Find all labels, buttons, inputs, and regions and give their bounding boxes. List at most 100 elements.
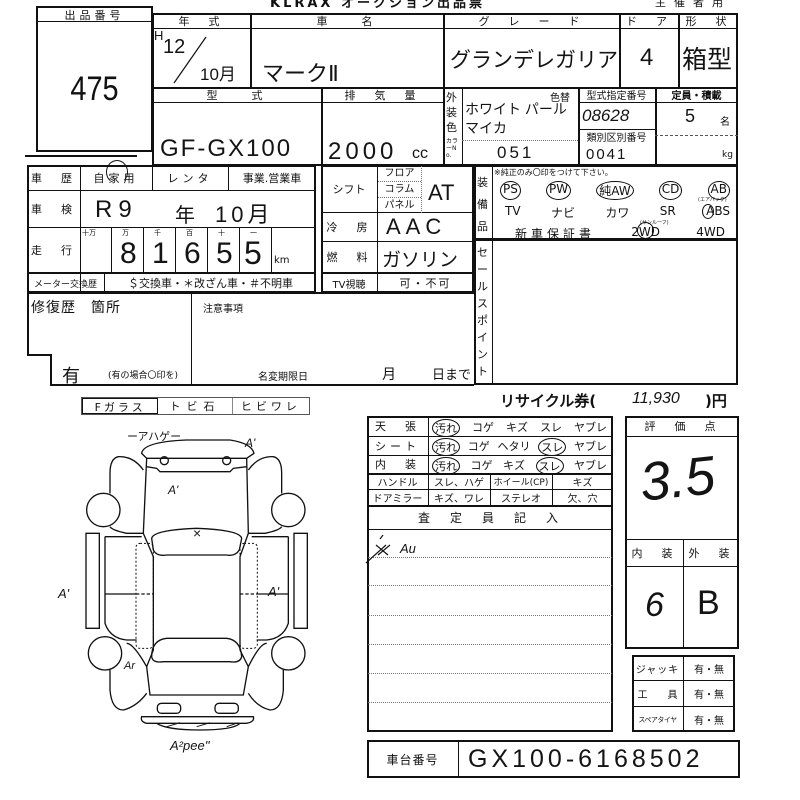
damage-mark-rear: A²pee'' bbox=[170, 738, 210, 753]
condition-option[interactable]: ヤブレ bbox=[574, 459, 607, 472]
shift-option-column[interactable]: コラム bbox=[378, 182, 421, 198]
interior-row-label: 内 装 bbox=[375, 458, 420, 471]
equip-warranty[interactable]: 新車保証書 bbox=[515, 227, 596, 241]
mileage-digit: 8 bbox=[120, 237, 137, 270]
capacity-value: 5 bbox=[685, 106, 696, 126]
sheet-title: KLRAX オークション出品票 bbox=[270, 0, 485, 11]
score-box bbox=[625, 416, 739, 649]
condition-option[interactable]: キズ bbox=[506, 421, 528, 434]
lot-label: 出品番号 bbox=[38, 8, 151, 22]
condition-option[interactable]: ヘタリ bbox=[497, 440, 531, 453]
damage-mark-left: A' bbox=[58, 586, 70, 601]
condition-option[interactable]: キズ bbox=[503, 459, 525, 472]
damage-mark-right-door: A' bbox=[268, 584, 280, 599]
condition-option[interactable]: コゲ bbox=[467, 440, 490, 453]
condition-option[interactable]: スレ bbox=[538, 438, 567, 456]
condition-option[interactable]: 汚れ bbox=[432, 438, 460, 456]
rear-bumper bbox=[140, 716, 255, 724]
mirror-items[interactable]: キズ、ワレ bbox=[434, 494, 484, 505]
wheel-rear-right bbox=[271, 635, 306, 671]
jack-value[interactable]: 有・無 bbox=[694, 664, 724, 676]
equip-sr[interactable]: SR bbox=[659, 204, 676, 218]
sales-point-label: セールスポイント bbox=[477, 246, 488, 378]
repair-note: (有の場合〇印を) bbox=[108, 371, 179, 381]
repair-value[interactable]: 有 bbox=[62, 366, 80, 387]
tools-label: 工 具 bbox=[637, 690, 678, 701]
glass-chip[interactable]: トビ石 bbox=[158, 398, 233, 414]
stereo-items[interactable]: 欠、穴 bbox=[567, 494, 598, 505]
condition-option[interactable]: コゲ bbox=[472, 421, 494, 434]
inspection-label: 車 検 bbox=[31, 202, 76, 216]
meter-options[interactable]: ＄交換車・＊改ざん車・＃不明車 bbox=[128, 277, 293, 290]
equip-4wd[interactable]: 4WD bbox=[696, 225, 725, 239]
inspection-year-label: 年 bbox=[175, 203, 195, 227]
chassis-number: GX100-6168502 bbox=[468, 745, 704, 773]
history-option-business[interactable]: 事業.営業車 bbox=[242, 171, 302, 185]
equip-cd[interactable]: CD bbox=[658, 181, 683, 200]
mileage-unit: km bbox=[274, 255, 290, 266]
glass-windshield: Fガラス bbox=[82, 398, 159, 414]
damage-mark-roof: × bbox=[193, 525, 202, 541]
equip-leather[interactable]: カワ bbox=[605, 206, 630, 220]
mirror-label: ドアミラー bbox=[372, 494, 423, 505]
handle-label: ハンドル bbox=[377, 478, 418, 489]
condition-option[interactable]: 汚れ bbox=[432, 457, 460, 475]
color-value: ホワイト パールマイカ bbox=[465, 101, 567, 136]
equip-ps[interactable]: PS bbox=[500, 181, 521, 200]
seat-items: 汚れコゲヘタリスレヤブレ bbox=[432, 438, 607, 456]
recycle-suffix: )円 bbox=[705, 392, 727, 410]
history-option-rental[interactable]: レンタ bbox=[167, 171, 213, 185]
usage-label: 主催者用 bbox=[655, 0, 731, 9]
condition-option[interactable]: 汚れ bbox=[432, 419, 460, 437]
color-no-value: 051 bbox=[497, 143, 535, 162]
condition-option[interactable]: スレ bbox=[535, 457, 564, 475]
airbag-note: (エアバック) bbox=[698, 197, 727, 203]
doors-label: ド ア bbox=[626, 14, 671, 28]
rear-window bbox=[150, 637, 243, 663]
color-label: 外装色 bbox=[446, 91, 457, 134]
grade-value: グランデレガリア bbox=[450, 49, 618, 72]
mileage-digit: 6 bbox=[184, 237, 201, 270]
headliner-items: 汚れコゲキズスレヤブレ bbox=[432, 419, 607, 437]
spare-tire-label: スペアタイヤ bbox=[638, 715, 677, 724]
handle-items[interactable]: スレ、ハゲ bbox=[434, 478, 484, 489]
meter-label: メーター交換歴 bbox=[27, 273, 105, 293]
condition-option[interactable]: ヤブレ bbox=[574, 440, 607, 453]
equip-aw[interactable]: 純AW bbox=[596, 181, 634, 200]
capacity-label: 定員・積載 bbox=[671, 91, 722, 102]
condition-option[interactable]: ヤブレ bbox=[574, 421, 607, 434]
inspection-month: 10月 bbox=[215, 202, 274, 227]
type-designation-label: 型式指定番号 bbox=[586, 91, 647, 102]
name-change-month: 月 bbox=[382, 367, 396, 383]
wheel-label: ホイール(CP) bbox=[493, 478, 549, 488]
equipment-row-2: TV ナビ カワ SR ABS bbox=[505, 204, 730, 221]
equip-tv[interactable]: TV bbox=[505, 204, 521, 218]
name-change-label: 名変期限日 bbox=[258, 372, 308, 383]
equip-pw[interactable]: PW bbox=[545, 181, 572, 200]
equipment-label: 装備品 bbox=[477, 176, 488, 233]
equip-navi[interactable]: ナビ bbox=[550, 206, 575, 220]
condition-option[interactable]: コゲ bbox=[470, 459, 493, 472]
spare-tire-value[interactable]: 有・無 bbox=[694, 716, 724, 727]
interior-score-label: 内 装 bbox=[631, 547, 677, 560]
glass-crack[interactable]: ヒビワレ bbox=[240, 400, 301, 413]
condition-option[interactable]: スレ bbox=[540, 421, 562, 434]
wheel-items[interactable]: キズ bbox=[572, 478, 593, 489]
shift-option-floor[interactable]: フロア bbox=[378, 166, 421, 182]
load-unit: kg bbox=[722, 150, 733, 160]
inspector-label: 査 定 員 記 入 bbox=[417, 511, 562, 525]
equip-ab[interactable]: AB bbox=[707, 181, 730, 200]
car-name: マークⅡ bbox=[262, 61, 339, 86]
repair-label: 修復歴 箇所 bbox=[31, 300, 121, 316]
tools-value[interactable]: 有・無 bbox=[694, 690, 724, 701]
mileage-unit-label: 万 bbox=[122, 229, 129, 237]
car-diagram bbox=[85, 439, 308, 731]
shift-options: フロア コラム パネル bbox=[378, 166, 422, 213]
history-label: 車 歴 bbox=[31, 171, 76, 185]
tv-options[interactable]: 可・不可 bbox=[399, 277, 452, 290]
headlight-left bbox=[159, 455, 169, 466]
damage-mark-hood: A' bbox=[168, 483, 179, 497]
shift-option-panel[interactable]: パネル bbox=[384, 200, 415, 211]
interior-table bbox=[367, 416, 613, 732]
